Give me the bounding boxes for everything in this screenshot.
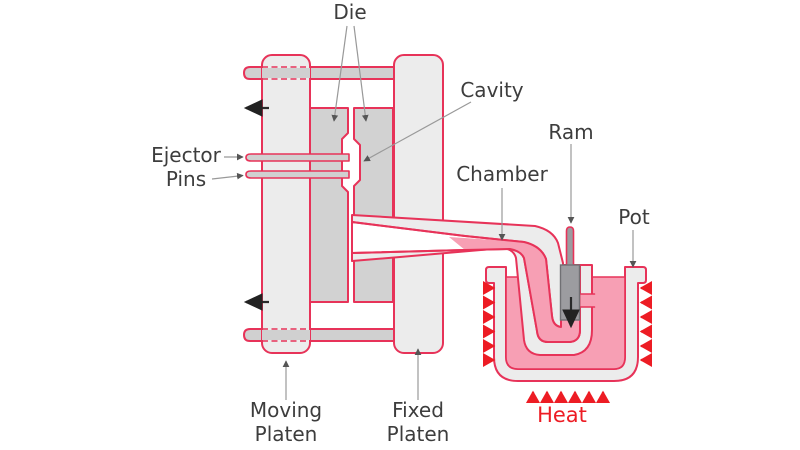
ram-stem bbox=[565, 226, 575, 268]
ejector-pin-top bbox=[245, 153, 350, 162]
label-moving-platen-line2: Platen bbox=[255, 422, 318, 446]
heat-arrows-bottom bbox=[525, 390, 611, 403]
fixed-platen-shape bbox=[393, 54, 444, 354]
label-fixed-platen-line2: Platen bbox=[387, 422, 450, 446]
label-ejector-pins-line2: Pins bbox=[166, 167, 206, 191]
tie-bar-through-section bbox=[262, 66, 310, 342]
label-moving-platen-line1: Moving bbox=[250, 398, 322, 422]
label-ejector-pins-line1: Ejector bbox=[151, 143, 222, 167]
heat-arrows-right bbox=[639, 280, 652, 368]
moving-die-shape bbox=[309, 107, 349, 303]
label-ram: Ram bbox=[548, 120, 593, 144]
molten-metal-channel bbox=[449, 237, 580, 342]
moving-platen-shape bbox=[261, 54, 311, 354]
fixed-die-shape bbox=[353, 107, 394, 303]
die-leader-right bbox=[353, 25, 369, 122]
die-leader-left bbox=[331, 25, 348, 122]
label-fixed-platen-line1: Fixed bbox=[392, 398, 444, 422]
label-heat: Heat bbox=[537, 403, 587, 427]
label-pot: Pot bbox=[618, 205, 650, 229]
gooseneck-intake-port bbox=[579, 293, 596, 308]
cavity-leader bbox=[363, 101, 472, 162]
label-cavity: Cavity bbox=[460, 78, 523, 102]
ejector-pin-bottom bbox=[245, 170, 350, 179]
leader-lines bbox=[211, 25, 637, 400]
label-chamber: Chamber bbox=[456, 162, 548, 186]
label-die: Die bbox=[333, 0, 366, 24]
ejector-pins-leader-bottom bbox=[211, 172, 244, 180]
chamber-channel-outline bbox=[351, 221, 581, 343]
heat-arrows-left bbox=[483, 280, 496, 368]
